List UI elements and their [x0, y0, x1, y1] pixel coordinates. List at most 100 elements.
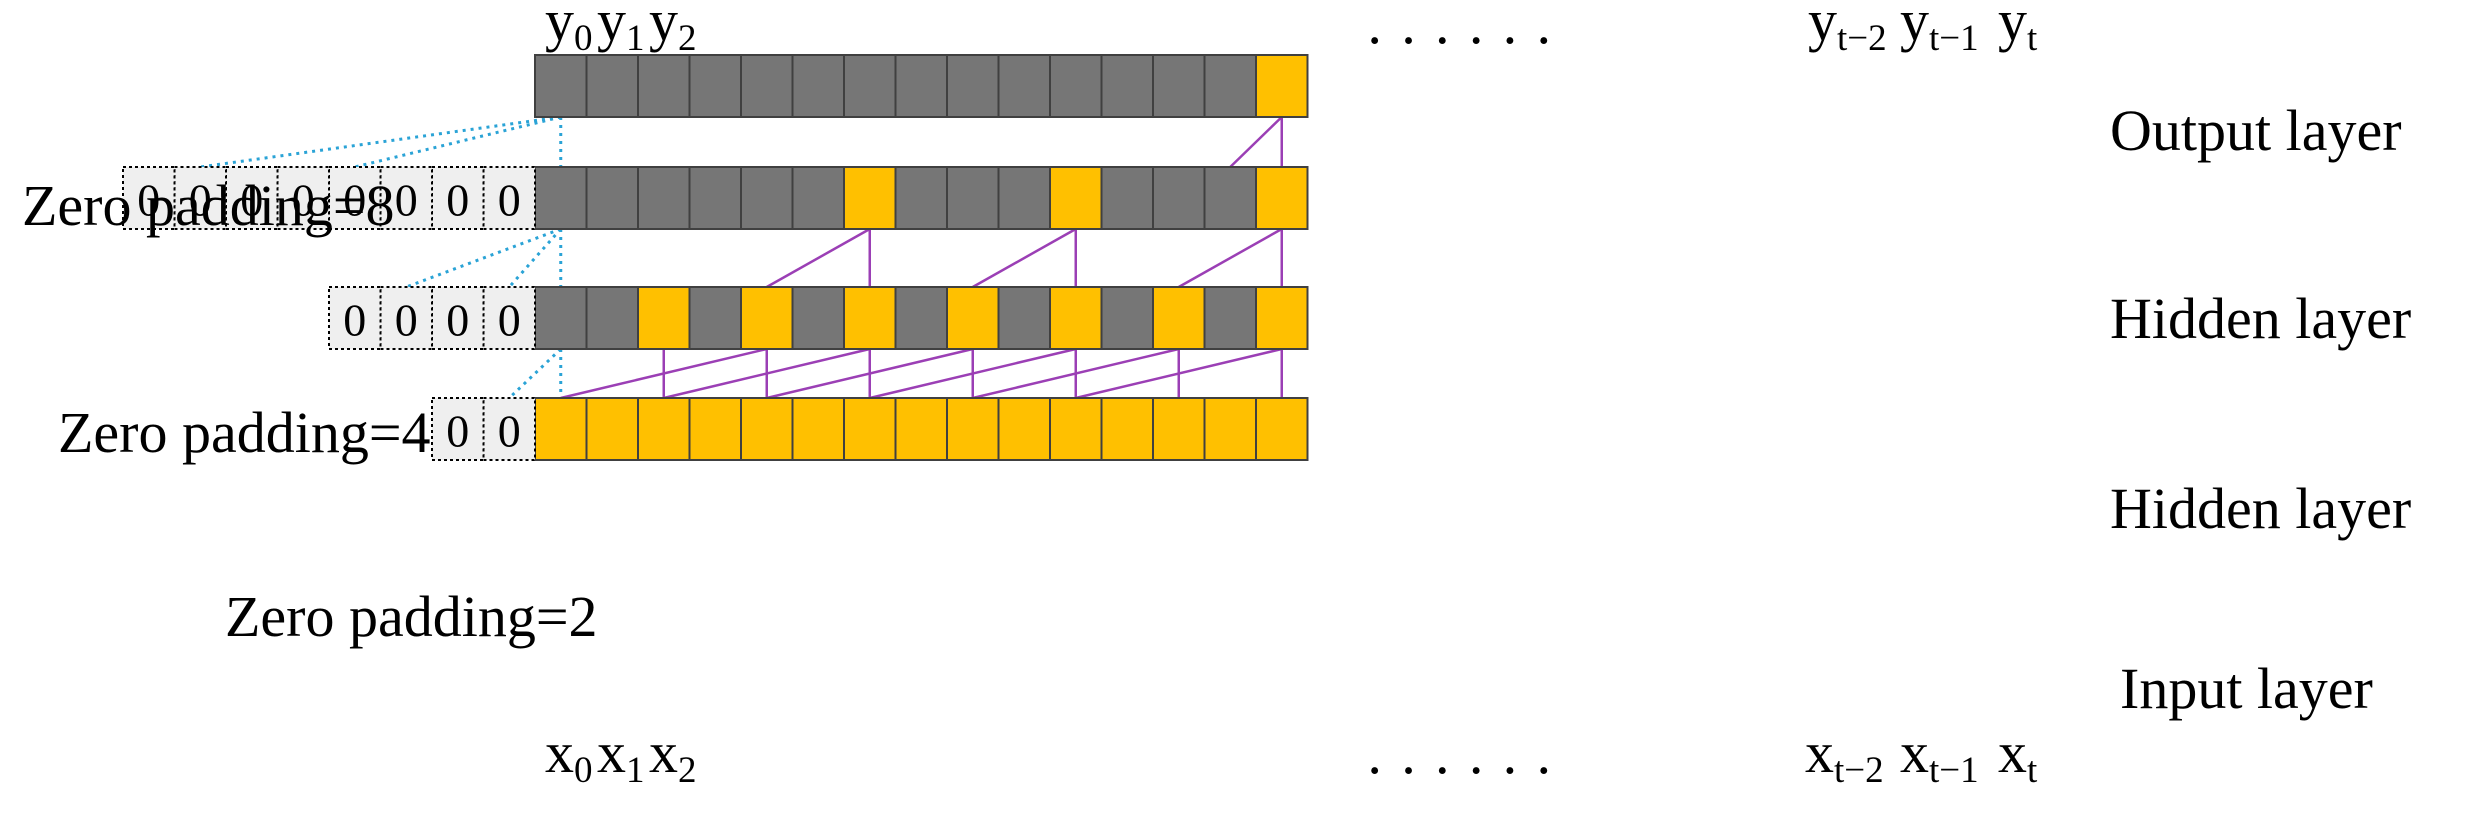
- output-ellipsis: · · · · · ·: [1365, 8, 1553, 73]
- inactive-cell: [1152, 54, 1206, 118]
- inactive-cell: [585, 286, 639, 350]
- dilated-connection: [766, 347, 974, 400]
- inactive-cell: [740, 166, 794, 230]
- diagram-labels: Output layer Hidden layer Hidden layer I…: [22, 0, 2411, 803]
- active-cell: [1255, 397, 1309, 461]
- dilated-connection: [869, 347, 1077, 400]
- zero-padding-cell: [431, 397, 485, 461]
- inactive-cell: [946, 54, 1000, 118]
- padding-connection: [354, 115, 562, 169]
- dilated-connection: [1229, 116, 1283, 168]
- padding-connection: [405, 227, 562, 289]
- output-index-label: y2: [649, 0, 697, 59]
- layer-cells: [122, 54, 1309, 461]
- inactive-cell: [791, 166, 845, 230]
- output-index-label: yt−1: [1900, 0, 1979, 59]
- padding-label-4: Zero padding=4: [58, 400, 431, 465]
- inactive-cell: [1100, 54, 1154, 118]
- active-cell: [894, 397, 948, 461]
- inactive-cell: [1152, 166, 1206, 230]
- active-cell: [688, 397, 742, 461]
- zero-padding-cell: [328, 286, 382, 350]
- zero-padding-cell: [482, 166, 536, 230]
- active-cell: [637, 397, 691, 461]
- inactive-cell: [791, 54, 845, 118]
- padding-label-8: Zero padding=8: [22, 173, 395, 238]
- input-ellipsis: · · · · · ·: [1365, 738, 1553, 803]
- layer-label-input: Input layer: [2120, 656, 2373, 721]
- layer-label-output: Output layer: [2110, 98, 2402, 163]
- inactive-cell: [534, 54, 588, 118]
- zero-padding-value: 0: [446, 295, 469, 346]
- active-cell: [1049, 166, 1103, 230]
- active-cell: [843, 397, 897, 461]
- zero-padding-value: 0: [446, 175, 469, 226]
- zero-padding-value: 0: [343, 175, 366, 226]
- zero-padding-cell: [482, 397, 536, 461]
- dilated-connection: [1075, 347, 1283, 400]
- inactive-cell: [894, 286, 948, 350]
- inactive-cell: [740, 54, 794, 118]
- zero-padding-cell: [173, 166, 227, 230]
- inactive-cell: [688, 54, 742, 118]
- dilated-connection: [663, 347, 871, 400]
- active-cell: [946, 286, 1000, 350]
- input-index-label: xt−1: [1900, 720, 1979, 791]
- inactive-cell: [585, 54, 639, 118]
- input-index-label: xt−2: [1805, 720, 1884, 791]
- inactive-cell: [1049, 54, 1103, 118]
- inactive-cell: [894, 166, 948, 230]
- zero-padding-cell: [122, 166, 176, 230]
- active-cell: [997, 397, 1051, 461]
- zero-padding-value: 0: [292, 175, 315, 226]
- padding-label-2: Zero padding=2: [225, 584, 598, 649]
- dilated-connection: [766, 227, 871, 289]
- active-cell: [1255, 166, 1309, 230]
- zero-padding-value: 0: [395, 175, 418, 226]
- inactive-cell: [585, 166, 639, 230]
- inactive-cell: [1100, 166, 1154, 230]
- padding-connection: [508, 347, 562, 400]
- active-cell: [843, 286, 897, 350]
- zero-padding-value: 0: [137, 175, 160, 226]
- inactive-cell: [637, 166, 691, 230]
- output-index-label: y0: [545, 0, 593, 59]
- active-cell: [946, 397, 1000, 461]
- zero-padding-value: 0: [498, 175, 521, 226]
- inactive-cell: [946, 166, 1000, 230]
- inactive-cell: [1203, 54, 1257, 118]
- zero-padding-value: 0: [446, 406, 469, 457]
- zero-padding-value: 0: [189, 175, 212, 226]
- input-index-label: x2: [649, 720, 697, 791]
- inactive-cell: [997, 54, 1051, 118]
- active-cell: [791, 397, 845, 461]
- layer-label-hidden-2: Hidden layer: [2110, 286, 2411, 351]
- inactive-cell: [637, 54, 691, 118]
- active-cell: [740, 286, 794, 350]
- active-cell: [534, 397, 588, 461]
- dilated-connection: [560, 347, 768, 400]
- padding-connection: [508, 228, 562, 288]
- dilated-connection: [1178, 227, 1283, 289]
- zero-padding-cell: [379, 286, 433, 350]
- inactive-cell: [997, 166, 1051, 230]
- layer-label-hidden-1: Hidden layer: [2110, 476, 2411, 541]
- active-cell: [1203, 397, 1257, 461]
- input-index-label: x0: [545, 720, 593, 791]
- zero-padding-cell: [431, 166, 485, 230]
- input-index-label: xt: [1998, 720, 2038, 791]
- active-cell: [1049, 397, 1103, 461]
- zero-padding-value: 0: [395, 295, 418, 346]
- inactive-cell: [1203, 286, 1257, 350]
- active-cell: [585, 397, 639, 461]
- active-cell: [1255, 286, 1309, 350]
- inactive-cell: [688, 286, 742, 350]
- zero-padding-value: 0: [498, 295, 521, 346]
- inactive-cell: [843, 54, 897, 118]
- active-cell: [843, 166, 897, 230]
- inactive-cell: [894, 54, 948, 118]
- zero-padding-cell: [379, 166, 433, 230]
- active-cell: [740, 397, 794, 461]
- zero-padding-cell: [482, 286, 536, 350]
- inactive-cell: [997, 286, 1051, 350]
